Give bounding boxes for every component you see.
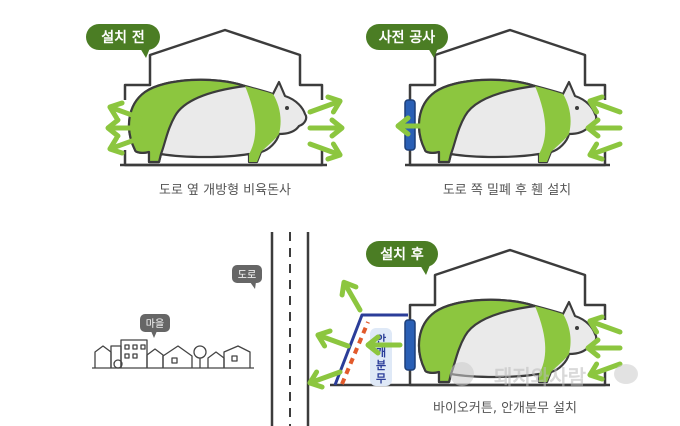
fan-icon-2 <box>404 319 416 371</box>
badge-before-text: 설치 전 <box>101 29 145 46</box>
village-icon <box>92 339 254 369</box>
village-tag <box>140 314 170 332</box>
caption-before: 도로 옆 개방형 비육돈사 <box>159 183 291 198</box>
badge-after <box>366 241 438 267</box>
pig-icon <box>127 78 308 164</box>
intake-arrows <box>587 94 623 163</box>
panel-before: 설치 전 도로 옆 개방형 비육돈사 <box>86 24 343 198</box>
mist-label-char: 개 <box>376 345 386 359</box>
mist-label-char: 무 <box>376 372 386 385</box>
road-tag <box>232 265 262 283</box>
badge-before <box>86 24 160 50</box>
mist-label-char: 분 <box>376 359 386 372</box>
road-tag-text: 도로 <box>238 270 256 281</box>
badge-after-text: 설치 후 <box>380 247 424 263</box>
village-tag-text: 마을 <box>146 318 164 330</box>
mist-nozzles <box>340 321 370 385</box>
badge-prework <box>366 24 448 50</box>
mist-label-char: 안 <box>376 332 386 346</box>
panel-prework: 사전 공사 도로 쪽 밀폐 후 휀 설치 <box>366 24 623 198</box>
airflow-arrows-right <box>307 94 343 163</box>
bio-curtain <box>333 313 408 386</box>
caption-after: 바이오커튼, 안개분무 설치 <box>433 401 577 416</box>
caption-prework: 도로 쪽 밀폐 후 휀 설치 <box>443 183 571 198</box>
road <box>270 232 310 426</box>
badge-prework-text: 사전 공사 <box>379 29 436 46</box>
pig-icon-2 <box>417 78 598 164</box>
watermark-text: 돼지와사람 <box>494 365 587 389</box>
watermark: 돼지와사람 <box>450 362 638 389</box>
